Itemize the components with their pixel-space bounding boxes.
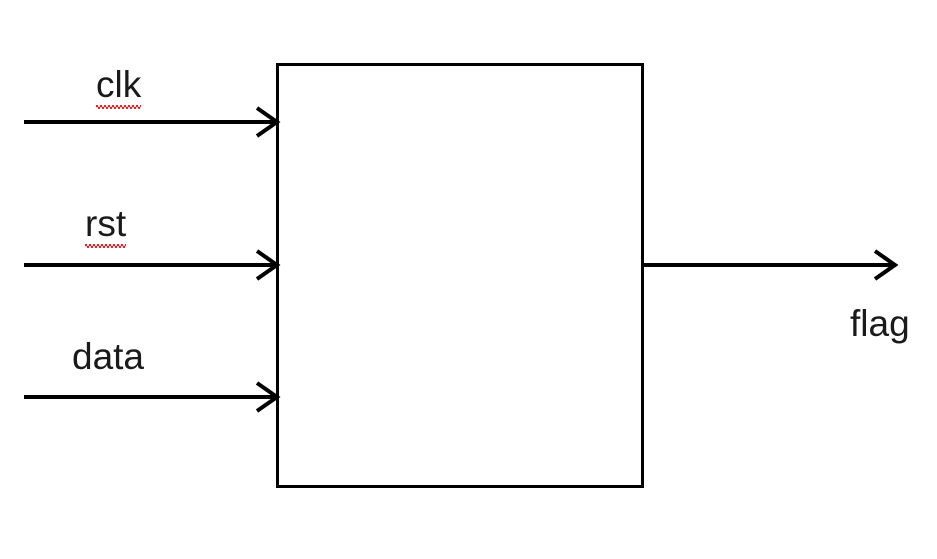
output-label-flag: flag (850, 305, 910, 342)
input-label-data-text: data (72, 336, 145, 377)
input-arrow-data[interactable] (24, 381, 281, 413)
output-label-flag-text: flag (850, 303, 910, 344)
arrowhead-data-icon (255, 381, 281, 413)
input-label-data: data (72, 338, 144, 375)
input-label-clk: clk (96, 64, 142, 109)
output-arrow-flag[interactable] (643, 249, 899, 281)
arrowhead-flag-icon (873, 249, 899, 281)
arrowhead-clk-icon (255, 106, 281, 138)
input-arrow-clk[interactable] (24, 106, 281, 138)
input-arrow-rst[interactable] (24, 249, 281, 281)
arrowhead-rst-icon (255, 249, 281, 281)
main-block-rectangle[interactable] (276, 63, 644, 488)
input-label-rst: rst (85, 203, 127, 248)
input-label-rst-text: rst (85, 203, 127, 248)
input-label-clk-text: clk (96, 64, 142, 109)
